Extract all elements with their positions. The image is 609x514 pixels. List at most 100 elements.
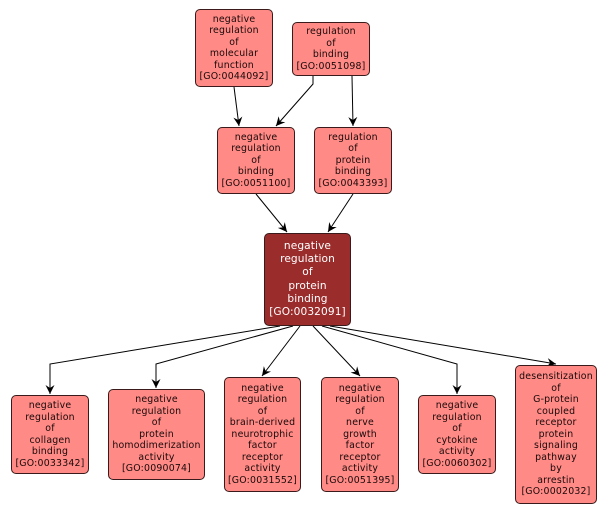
arrowhead-icon (277, 222, 287, 232)
edge-n0051098-to-n0051100 (275, 76, 314, 127)
node-label-line: regulation (237, 394, 288, 406)
node-label-line: growth (343, 428, 377, 440)
node-label-line: regulation (231, 143, 281, 155)
node-label-line: protein (335, 154, 371, 166)
node-label-line: of (229, 36, 239, 48)
arrowhead-icon (350, 366, 360, 376)
node-label-line: molecular (209, 48, 259, 59)
node-go-id: [GO:0043393] (318, 177, 388, 189)
arrowhead-icon (328, 222, 337, 232)
edge-n0032091-to-n0002032 (329, 325, 557, 365)
arrowhead-icon (262, 366, 272, 376)
node-label-line: factor (248, 440, 277, 452)
node-label-line: by (550, 463, 562, 475)
node-label-line: regulation (209, 25, 259, 36)
arrowhead-icon (276, 116, 286, 126)
arrowhead-icon (233, 116, 243, 126)
node-label-line: regulation (432, 411, 482, 423)
node-label-line: of (251, 154, 261, 166)
node-go-id: [GO:0031552] (227, 474, 298, 486)
node-label-line: desensitization (519, 371, 593, 383)
node-label-line: brain-derived (229, 417, 296, 429)
node-label-line: factor (345, 440, 375, 452)
node-label-line: regulation (335, 394, 385, 406)
edge-n0032091-to-n0060302 (321, 325, 458, 394)
node-label-line: cytokine (436, 434, 478, 446)
node-label-line: activity (244, 463, 281, 475)
node-label-line: of (551, 382, 561, 394)
node-label-line: collagen (29, 434, 71, 446)
node-label-line: negative (234, 131, 278, 143)
arrowhead-icon (45, 385, 55, 394)
node-label-line: signaling (533, 440, 579, 452)
node-label-line: regulation (25, 411, 75, 423)
node-label-line: negative (135, 394, 178, 406)
node-go-id: [GO:0033342] (15, 457, 85, 469)
node-label-line: of (45, 423, 55, 434)
node-label-line: receptor (241, 451, 284, 463)
edge-n0032091-to-n0051395 (312, 325, 361, 377)
node-label-line: receptor (339, 451, 381, 463)
node-label-line: negative (241, 382, 284, 394)
edge-n0044092-to-n0051100 (233, 86, 240, 127)
node-label-line: of (348, 143, 358, 155)
arrowhead-icon (348, 116, 358, 126)
node-label-line: activity (138, 451, 175, 463)
node-go-id: [GO:0051395] (325, 474, 395, 486)
node-label-line: negative (283, 239, 332, 252)
node-label-line: G-protein (533, 394, 579, 406)
edge-n0032091-to-n0090074 (155, 325, 294, 388)
edge-n0043393-to-n0032091 (327, 193, 354, 233)
node-label-line: regulation (328, 131, 378, 143)
node-label-line: of (326, 37, 336, 49)
arrowhead-icon (151, 379, 161, 388)
node-label-line: negative (435, 400, 479, 411)
node-label-line: pathway (535, 451, 577, 463)
node-label-line: negative (338, 382, 382, 394)
edge-n0051098-to-n0043393 (351, 75, 354, 127)
node-label-line: receptor (535, 417, 577, 429)
node-label-line: nerve (346, 417, 374, 429)
node-label-line: regulation (306, 26, 356, 37)
node-label-line: protein (288, 279, 327, 292)
node-label-line: neurotrophic (231, 428, 294, 440)
node-label-line: coupled (536, 405, 576, 417)
node-label-line: of (257, 405, 268, 417)
node-label-line: of (302, 266, 313, 279)
node-label-line: binding (334, 166, 372, 178)
node-label-line: of (151, 417, 162, 429)
node-go-id: [GO:0032091] (269, 305, 346, 318)
node-label-line: binding (31, 446, 69, 457)
node-label-line: protein (139, 428, 174, 440)
node-label-line: arrestin (537, 474, 575, 486)
arrowhead-icon (452, 385, 462, 394)
node-go-id: [GO:0044092] (199, 71, 269, 82)
node-go-id: [GO:0002032] (521, 486, 591, 498)
node-go-id: [GO:0090074] (121, 463, 192, 475)
node-label-line: regulation (131, 405, 182, 417)
node-label-line: binding (237, 166, 275, 178)
edge-n0032091-to-n0033342 (49, 325, 281, 394)
node-label-line: binding (287, 292, 328, 305)
node-go-id: [GO:0060302] (422, 457, 492, 469)
node-label-line: activity (341, 463, 379, 475)
node-label-line: protein (538, 428, 574, 440)
node-label-line: regulation (280, 253, 335, 266)
node-label-line: binding (312, 49, 350, 60)
node-label-line: of (452, 423, 462, 434)
arrowhead-icon (546, 358, 556, 367)
node-go-id: [GO:0051098] (296, 60, 366, 72)
edge-n0032091-to-n0031552 (261, 325, 301, 377)
